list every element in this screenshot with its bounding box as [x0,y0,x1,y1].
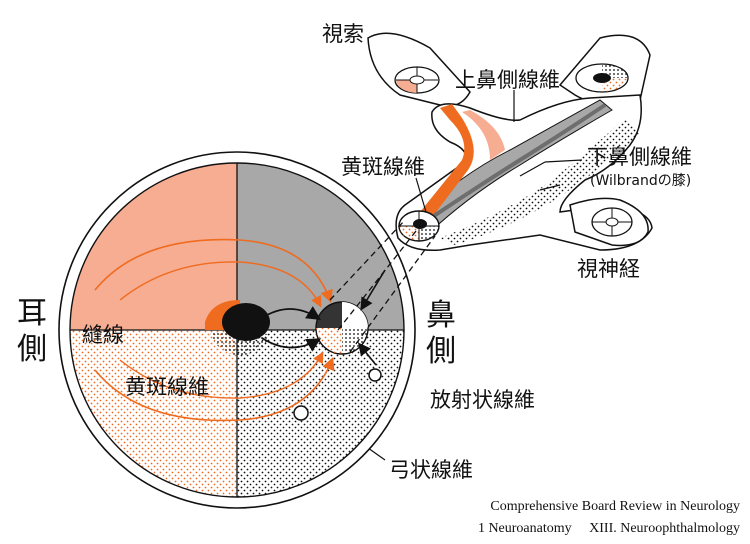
salmon-fiber-band [462,110,505,160]
label-radial-fibers: 放射状線維 [430,388,535,412]
arcuate-fiber-upper [94,238,333,304]
label-upper-nasal-fibers: 上鼻側線維 [455,68,560,92]
label-raphe: 縫線 [82,323,124,347]
arcuate-fiber-upper-2 [119,261,322,308]
papillomacular-fiber [261,306,322,320]
label-optic-tract: 視索 [322,22,364,46]
retina-disc [58,151,436,509]
macula-black [222,303,270,341]
arcuate-fiber-lower-2 [119,351,324,399]
label-lower-nasal-fibers: 下鼻側線維 [587,145,692,169]
radial-fiber [360,269,386,311]
orange-fiber-band [420,104,474,220]
label-temporal-side: 耳側 [17,296,47,367]
arcuate-fiber-lower [94,357,335,422]
label-arcuate-fibers: 弓状線維 [389,458,473,482]
label-optic-nerve: 視神経 [577,257,640,281]
label-macular-fibers-top: 黄斑線維 [341,155,425,179]
dotted-nasal-band [440,118,640,245]
caption-line-1: Comprehensive Board Review in Neurology [490,499,740,514]
label-wilbrand-knee: (Wilbrandの膝) [590,173,692,189]
radial-fiber-marker [368,368,382,382]
arcuate-fiber-marker [293,405,309,421]
label-macular-fibers-bottom: 黄斑線維 [125,375,209,399]
optic-chiasm [367,32,653,251]
caption-line-2: 1 Neuroanatomy XIII. Neuroophthalmology [477,521,740,536]
macula-lower-dotted [210,332,270,356]
dark-fiber-line [423,103,607,224]
label-nasal-side: 鼻側 [426,298,456,369]
